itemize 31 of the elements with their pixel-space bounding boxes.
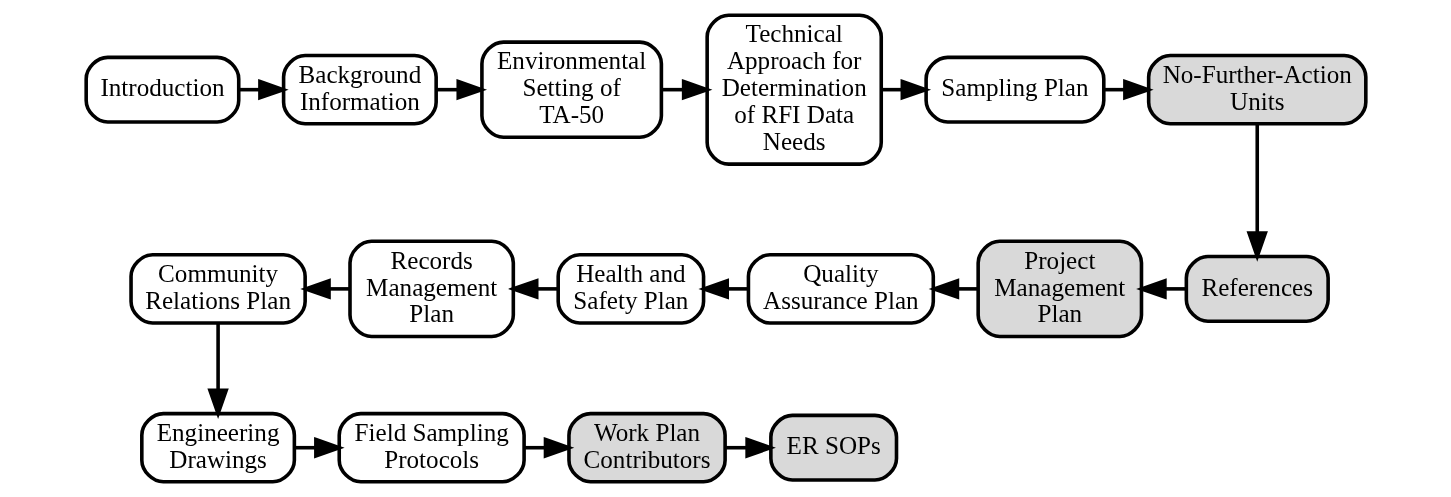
node-box: Introduction xyxy=(83,55,241,124)
arrow xyxy=(294,437,345,459)
node-box: Environmental Setting of TA-50 xyxy=(479,40,663,140)
node-box: Sampling Plan xyxy=(923,55,1106,124)
node-box: References xyxy=(1184,254,1330,323)
node-box: Technical Approach for Determination of RFI Data Needs xyxy=(704,13,883,166)
arrow xyxy=(725,437,776,459)
arrow xyxy=(661,78,712,101)
node-box: Work Plan Contributors xyxy=(566,411,727,484)
arrow xyxy=(299,278,350,300)
arrow xyxy=(436,78,487,101)
node-box: Records Management Plan xyxy=(347,239,515,339)
arrow xyxy=(880,78,931,101)
arrow xyxy=(523,437,574,459)
node-box: Project Management Plan xyxy=(975,239,1143,339)
arrow xyxy=(1135,278,1186,300)
node-box: Field Sampling Protocols xyxy=(336,411,526,484)
arrow xyxy=(928,278,978,300)
arrow xyxy=(206,323,229,419)
node-box: Community Relations Plan xyxy=(128,253,307,325)
arrow xyxy=(697,278,748,300)
arrow xyxy=(507,278,558,300)
arrow xyxy=(238,78,289,101)
node-box: Quality Assurance Plan xyxy=(746,253,935,325)
node-box: Background Information xyxy=(281,53,438,126)
node-box: Health and Safety Plan xyxy=(555,253,705,325)
node-box: ER SOPs xyxy=(768,413,898,482)
arrow xyxy=(1103,78,1154,101)
arrow xyxy=(1246,124,1268,262)
node-box: No-Further-Action Units xyxy=(1146,53,1368,126)
node-box: Engineering Drawings xyxy=(139,411,296,484)
